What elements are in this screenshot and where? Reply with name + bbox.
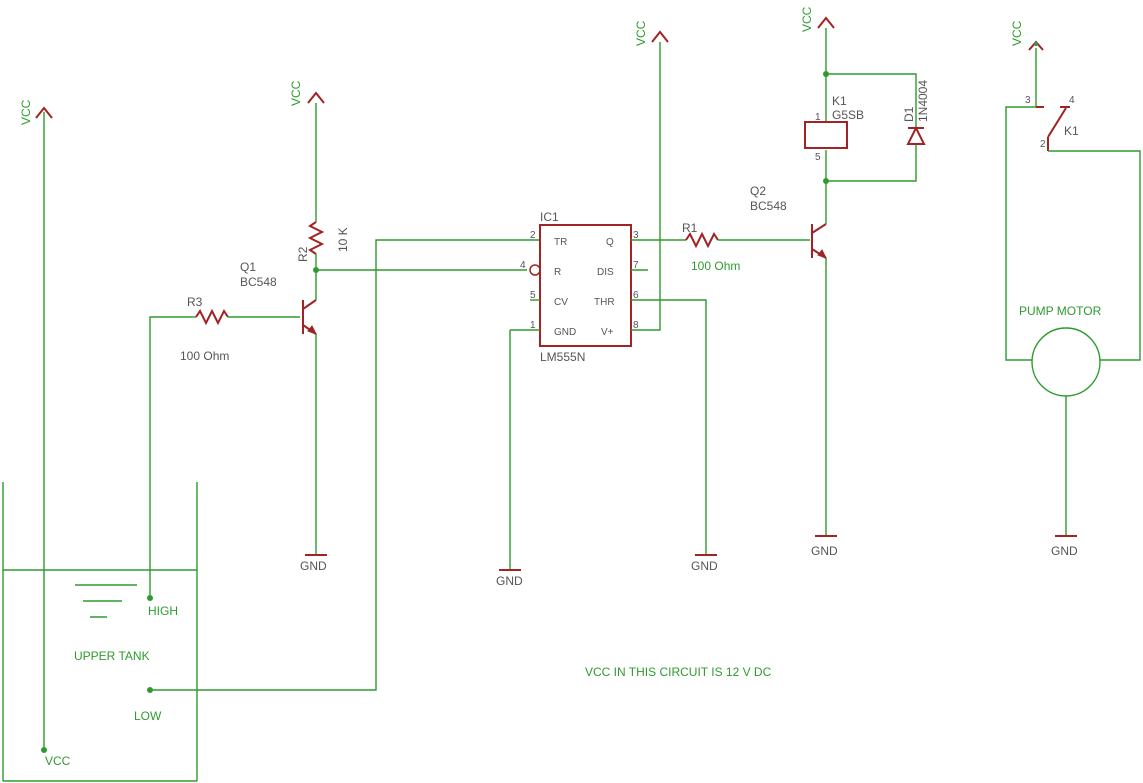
pump-right-wire <box>1048 150 1141 361</box>
gnd-q2: GND <box>811 535 838 558</box>
r2-name: R2 <box>296 246 310 262</box>
r1-value: 100 Ohm <box>691 259 740 273</box>
vplus-wire <box>631 42 661 331</box>
gnd-q1: GND <box>300 554 327 573</box>
gnd-ic: GND <box>496 569 523 588</box>
q1-name: Q1 <box>240 260 256 274</box>
pin-5-num: 5 <box>530 290 536 301</box>
vcc-r2: VCC <box>289 80 325 106</box>
switch-pin-4: 4 <box>1069 95 1075 106</box>
pin-7-num: 7 <box>633 260 639 271</box>
transistor-q1: Q1 BC548 <box>240 260 318 555</box>
vcc-label-relay: VCC <box>800 6 814 32</box>
supply-note: VCC IN THIS CIRCUIT IS 12 V DC <box>585 665 772 679</box>
pin-cv-label: CV <box>554 297 568 308</box>
q2-value: BC548 <box>750 199 787 213</box>
gnd-label-thr: GND <box>691 559 718 573</box>
tank-vcc-probe: VCC <box>19 99 53 753</box>
resistor-r3: R3 100 Ohm <box>180 295 300 363</box>
pin-1-num: 1 <box>530 320 536 331</box>
d1-name: D1 <box>902 106 916 122</box>
coil-pin-1: 1 <box>815 112 821 123</box>
k1-name: K1 <box>832 94 847 108</box>
gnd-label-pump: GND <box>1051 544 1078 558</box>
upper-tank: UPPER TANK HIGH LOW VCC <box>2 482 198 782</box>
relay-switch-k1: 3 4 2 K1 <box>1025 95 1079 151</box>
vcc-label-r2: VCC <box>289 80 303 106</box>
pump-left-wire <box>1005 106 1036 361</box>
pin-2-num: 2 <box>530 230 536 241</box>
gnd-label-q1: GND <box>300 559 327 573</box>
pin-vplus-label: V+ <box>601 327 614 338</box>
relay-coil-k1: 1 5 K1 G5SB <box>804 94 864 163</box>
thr-wire <box>631 299 707 555</box>
coil-pin-5: 5 <box>815 152 821 163</box>
ic1-lm555: IC1 LM555N 2 4 5 1 TR R CV GND 3 7 6 8 Q… <box>510 210 648 364</box>
r3-value: 100 Ohm <box>180 349 229 363</box>
switch-k1-name: K1 <box>1064 124 1079 138</box>
ic1-value: LM555N <box>540 350 585 364</box>
pin-thr-label: THR <box>594 297 615 308</box>
tank-vcc-label: VCC <box>45 754 71 768</box>
pin-8-num: 8 <box>633 320 639 331</box>
vcc-label-ic: VCC <box>634 20 648 46</box>
gnd-label-q2: GND <box>811 544 838 558</box>
high-probe-wire <box>149 316 192 598</box>
resistor-r1: R1 100 Ohm <box>631 221 810 273</box>
upper-tank-label: UPPER TANK <box>74 649 150 663</box>
switch-pin-2: 2 <box>1040 139 1046 150</box>
resistor-r2: R2 10 K <box>296 103 350 273</box>
pin-q-label: Q <box>606 237 614 248</box>
gnd-pump: GND <box>1051 535 1078 558</box>
ic1-name: IC1 <box>540 210 559 224</box>
low-probe-label: LOW <box>134 709 162 723</box>
vcc-label-tank: VCC <box>19 99 33 125</box>
switch-pin-3: 3 <box>1025 95 1031 106</box>
r1-name: R1 <box>682 221 698 235</box>
diode-d1: D1 1N4004 <box>902 80 930 145</box>
d1-value: 1N4004 <box>916 80 930 122</box>
pin-6-num: 6 <box>633 290 639 301</box>
pin-4-num: 4 <box>520 260 526 271</box>
vcc-relay: VCC <box>800 6 835 32</box>
d1-bottom-wire <box>826 144 917 182</box>
pin-3-num: 3 <box>633 230 639 241</box>
vcc-pump: VCC <box>1010 20 1044 51</box>
transistor-q2: Q2 BC548 <box>750 181 828 536</box>
pin-tr-label: TR <box>554 237 567 248</box>
k1-value: G5SB <box>832 108 864 122</box>
r2-value: 10 K <box>336 227 350 252</box>
gnd-thr: GND <box>691 554 718 573</box>
q1-value: BC548 <box>240 275 277 289</box>
vcc-ic: VCC <box>634 20 669 46</box>
pin-gnd-label: GND <box>554 327 576 338</box>
high-probe-label: HIGH <box>148 604 178 618</box>
pin-r-label: R <box>554 267 561 278</box>
low-probe-wire <box>150 239 540 691</box>
gnd-label-ic: GND <box>496 574 523 588</box>
r3-name: R3 <box>187 295 203 309</box>
vcc-label-pump: VCC <box>1010 20 1024 46</box>
q2-name: Q2 <box>750 184 766 198</box>
d1-top-wire <box>826 73 917 128</box>
pin-dis-label: DIS <box>597 267 614 278</box>
pump-motor: PUMP MOTOR <box>1019 304 1102 397</box>
pump-motor-label: PUMP MOTOR <box>1019 304 1102 318</box>
